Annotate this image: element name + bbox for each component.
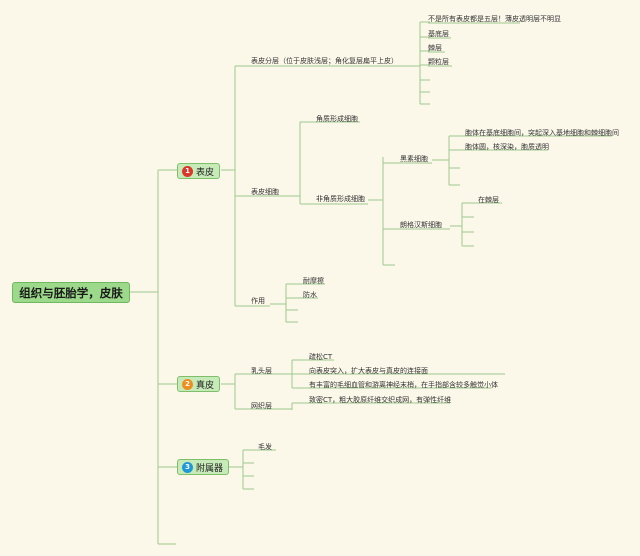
node-melanocyte-detail-1[interactable]: 胞体在基底细胞间，突起深入基地细胞和棘细胞间	[465, 129, 619, 137]
number-badge-1: 1	[182, 165, 193, 177]
number-badge-2: 2	[182, 378, 193, 390]
node-layer-spinous[interactable]: 棘层	[428, 44, 442, 52]
node-melanocyte[interactable]: 黑素细胞	[400, 155, 428, 163]
node-layer-basal[interactable]: 基底层	[428, 30, 449, 38]
branch-appendages-label: 附属器	[196, 463, 224, 474]
node-reticular-detail-1[interactable]: 致密CT，粗大胶原纤维交织成网，有弹性纤维	[309, 396, 452, 404]
node-langerhans-detail-1[interactable]: 在棘层	[478, 196, 499, 204]
branch-dermis[interactable]: 2 真皮	[177, 376, 221, 392]
node-layer-note[interactable]: 不是所有表皮都是五层！薄皮透明层不明显	[428, 15, 561, 23]
number-badge-3: 3	[182, 461, 193, 473]
node-function-waterproof[interactable]: 防水	[303, 291, 317, 299]
node-hair[interactable]: 毛发	[258, 443, 272, 451]
node-epidermis-layers[interactable]: 表皮分层（位于皮肤浅层；角化复层扁平上皮）	[251, 57, 398, 65]
node-layer-granular[interactable]: 颗粒层	[428, 58, 449, 66]
node-papillary-detail-1[interactable]: 疏松CT	[309, 353, 333, 361]
root-label: 组织与胚胎学，皮肤	[19, 285, 123, 300]
node-papillary-detail-2[interactable]: 向表皮突入，扩大表皮与真皮的连接面	[309, 367, 428, 375]
branch-epidermis-label: 表皮	[196, 167, 215, 178]
branch-epidermis[interactable]: 1 表皮	[177, 163, 221, 179]
branch-appendages[interactable]: 3 附属器	[177, 459, 230, 475]
branch-dermis-label: 真皮	[196, 380, 215, 391]
node-non-keratinocyte[interactable]: 非角质形成细胞	[316, 195, 365, 203]
node-reticular-layer[interactable]: 网织层	[251, 402, 272, 410]
node-melanocyte-detail-2[interactable]: 胞体圆，核深染，胞质透明	[465, 143, 549, 151]
node-papillary-layer[interactable]: 乳头层	[251, 367, 272, 375]
node-papillary-detail-3[interactable]: 有丰富的毛细血管和游离神经末梢，在手指部含较多触觉小体	[309, 381, 498, 389]
node-function-friction[interactable]: 耐摩擦	[303, 277, 324, 285]
root-node[interactable]: 组织与胚胎学，皮肤	[12, 282, 130, 303]
node-function[interactable]: 作用	[251, 297, 265, 305]
node-keratinocyte[interactable]: 角质形成细胞	[316, 115, 358, 123]
node-langerhans[interactable]: 朗格汉斯细胞	[400, 221, 442, 229]
node-epidermal-cells[interactable]: 表皮细胞	[251, 188, 279, 196]
